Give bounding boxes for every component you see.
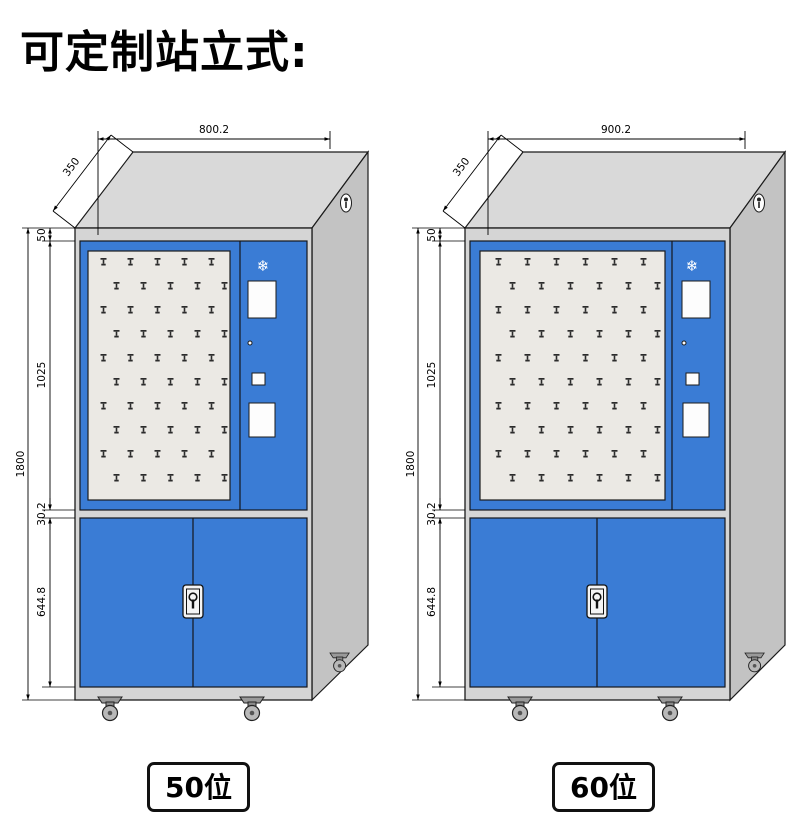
dim-panel-height-value: 1025	[426, 362, 438, 389]
key-board	[87, 250, 231, 501]
dim-panel-height-value: 1025	[36, 362, 48, 389]
dim-total-height: 1800	[15, 227, 75, 701]
dim-door-height-value: 644.8	[36, 587, 48, 617]
screen-cutout	[681, 280, 711, 319]
capacity-label-60: 60位	[552, 762, 655, 812]
dimension-line	[52, 134, 112, 212]
button-cutout	[251, 372, 266, 386]
cabinet-body: ❄	[73, 150, 370, 722]
snowflake-icon: ❄	[686, 257, 699, 275]
side-face	[311, 150, 369, 702]
dim-depth-value: 350	[61, 156, 83, 179]
dim-width-value: 900.2	[601, 124, 631, 136]
capacity-label-50: 50位	[147, 762, 250, 812]
caster-icon	[507, 696, 533, 722]
key-board	[479, 250, 666, 501]
lock-icon	[586, 584, 608, 619]
indicator-dot	[247, 340, 253, 346]
cabinet-60-diagram: ❄	[405, 124, 787, 722]
dim-total-height: 1800	[405, 227, 465, 701]
screen-cutout	[247, 280, 277, 319]
extension-line	[500, 134, 524, 153]
capacity-label-text: 50位	[165, 771, 232, 804]
dim-door-height-value: 644.8	[426, 587, 438, 617]
extension-line	[442, 210, 466, 229]
dim-gap-value: 30.2	[426, 502, 438, 525]
page-title: 可定制站立式:	[20, 27, 309, 78]
lock-icon	[182, 584, 204, 619]
side-handle-icon	[753, 193, 765, 213]
upper-panel: ❄	[469, 240, 726, 511]
dim-top-margin-value: 50	[426, 228, 438, 241]
side-face	[729, 150, 786, 702]
dimension-line	[442, 134, 502, 212]
reader-cutout	[682, 402, 710, 438]
dim-gap-value: 30.2	[36, 502, 48, 525]
dim-depth-value: 350	[451, 156, 473, 179]
dim-top-margin-value: 50	[36, 228, 48, 241]
side-handle-icon	[340, 193, 352, 213]
lower-doors	[469, 517, 726, 688]
caster-icon	[97, 696, 123, 722]
upper-panel: ❄	[79, 240, 308, 511]
dim-height-value: 1800	[15, 451, 27, 478]
indicator-dot	[681, 340, 687, 346]
lower-doors	[79, 517, 308, 688]
dim-height-value: 1800	[405, 451, 417, 478]
drawings-row: ❄	[0, 85, 800, 745]
caster-icon	[239, 696, 265, 722]
cabinet-50-diagram: ❄	[15, 124, 370, 722]
dim-chain: 50 1025 30.2 644.8	[36, 227, 75, 688]
extension-line	[110, 134, 134, 153]
control-strip: ❄	[247, 257, 277, 438]
snowflake-icon: ❄	[257, 257, 270, 275]
cabinet-body: ❄	[463, 150, 787, 722]
button-cutout	[685, 372, 700, 386]
control-strip: ❄	[681, 257, 711, 438]
extension-line	[52, 210, 76, 229]
capacity-label-text: 60位	[570, 771, 637, 804]
caster-icon	[657, 696, 683, 722]
dim-width-value: 800.2	[199, 124, 229, 136]
dim-chain: 50 1025 30.2 644.8	[426, 227, 465, 688]
top-face	[463, 151, 787, 229]
reader-cutout	[248, 402, 276, 438]
